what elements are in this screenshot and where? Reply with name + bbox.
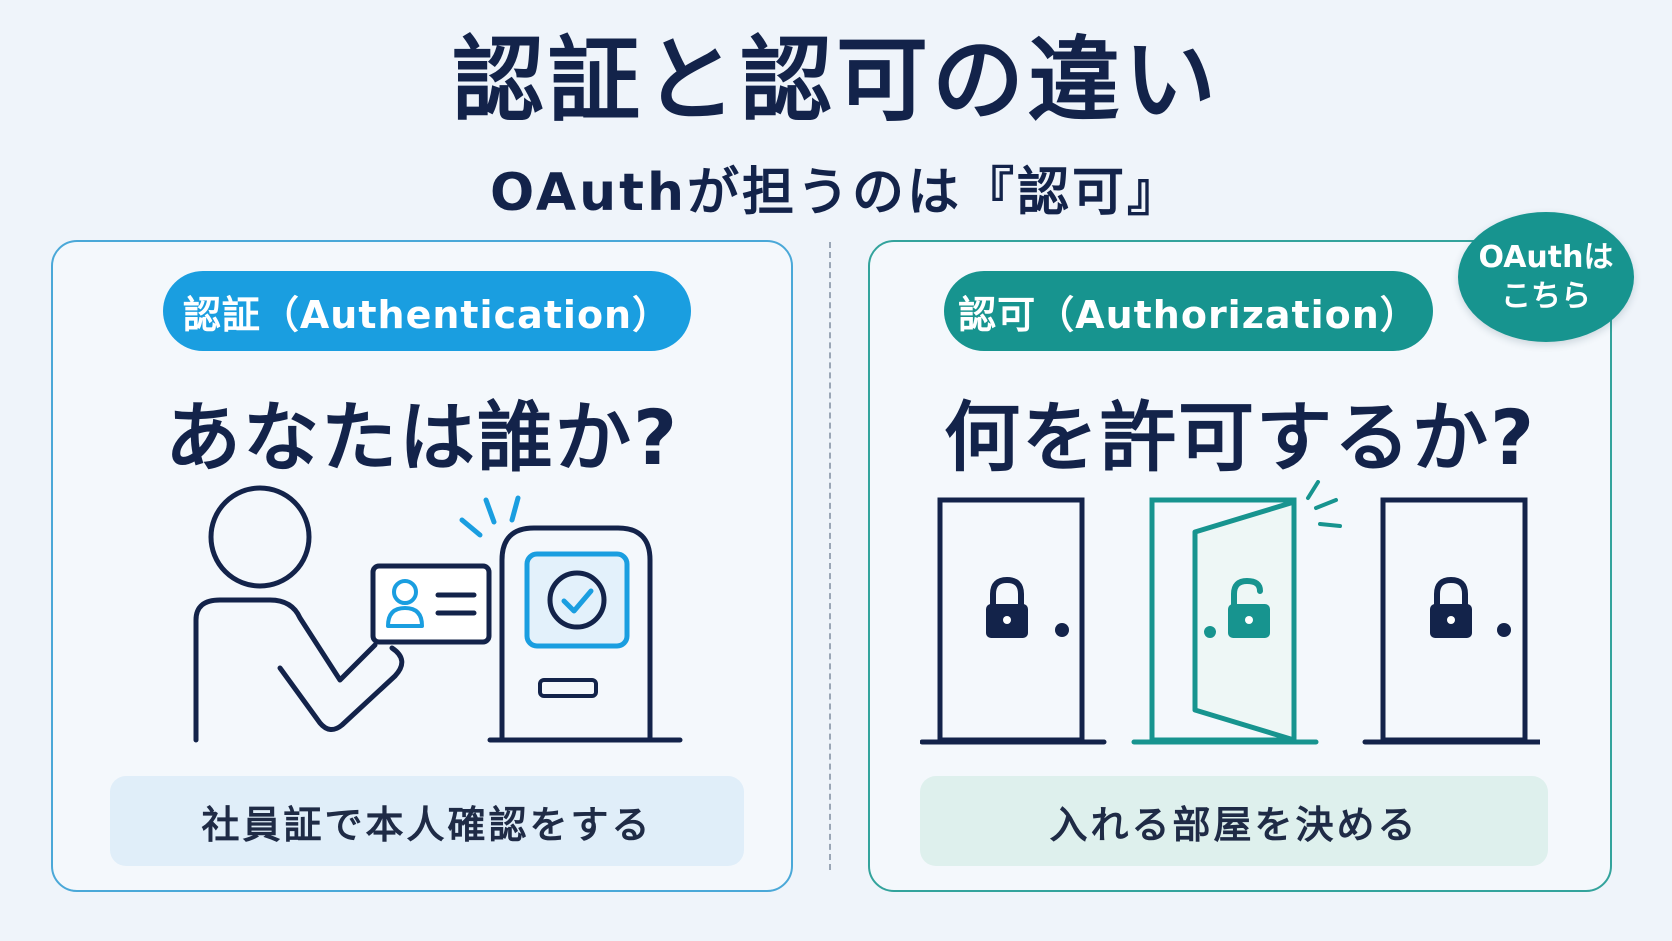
- authorization-label: 認可（Authorization）: [944, 271, 1433, 351]
- authentication-caption: 社員証で本人確認をする: [110, 776, 744, 866]
- page-title: 認証と認可の違い: [451, 27, 1220, 134]
- authorization-caption: 入れる部屋を決める: [920, 776, 1548, 866]
- person-icon: [193, 485, 405, 743]
- page-subtitle: OAuthが担うのは『認可』: [490, 163, 1182, 223]
- oauth-badge-line2: こちら: [1501, 279, 1591, 314]
- locked-door-icon: [920, 497, 1107, 745]
- sparkle-lines-icon: [1306, 480, 1342, 528]
- oauth-badge: OAuthは こちら: [1458, 212, 1634, 342]
- open-door-icon: [1131, 480, 1342, 745]
- authorization-question: 何を許可するか?: [943, 393, 1537, 482]
- locked-door-icon: [1362, 497, 1540, 745]
- authentication-illustration: [193, 485, 683, 743]
- oauth-badge-line1: OAuthは: [1478, 240, 1614, 275]
- authorization-illustration: [920, 480, 1540, 745]
- id-card-icon: [370, 563, 492, 645]
- authentication-label: 認証（Authentication）: [163, 271, 691, 351]
- signal-lines-icon: [459, 495, 521, 538]
- check-terminal-icon: [487, 525, 683, 743]
- authentication-question: あなたは誰か?: [164, 393, 680, 482]
- center-divider: [829, 242, 831, 870]
